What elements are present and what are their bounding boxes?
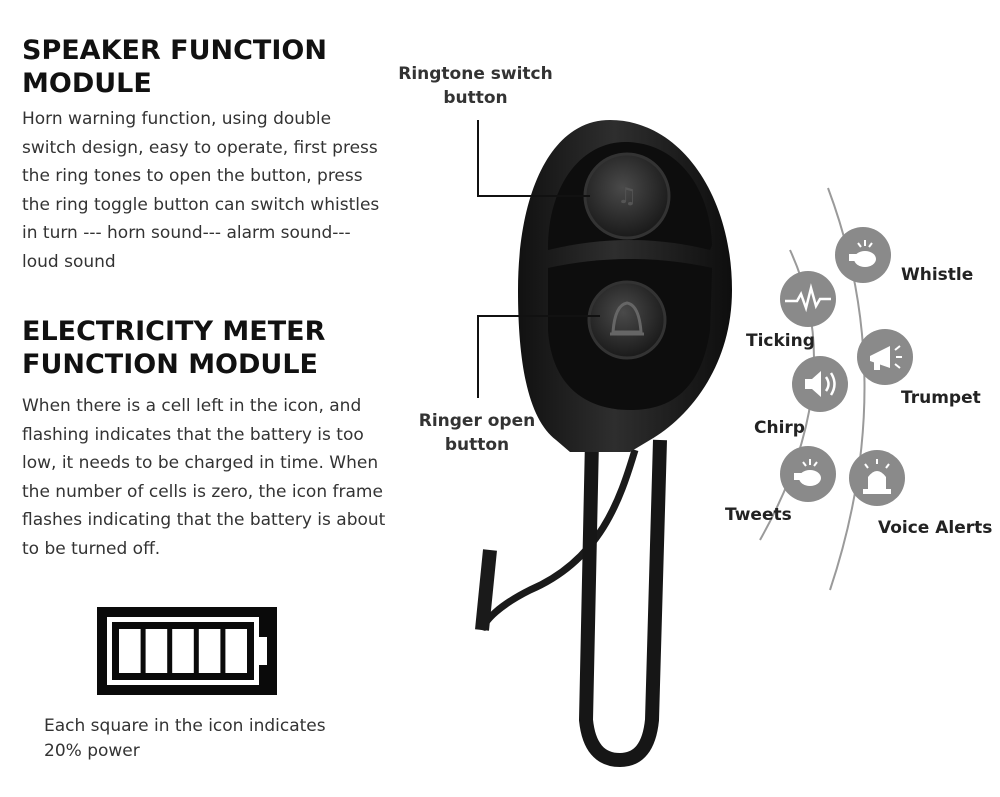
meter-module-title: ELECTRICITY METER FUNCTION MODULE [22, 316, 326, 380]
speaker-module-description: Horn warning function, using double swit… [22, 109, 380, 272]
mode-label-voice-alerts: Voice Alerts [878, 518, 993, 538]
mode-label-chirp: Chirp [754, 418, 805, 438]
ringer-open-callout: Ringer open button [418, 411, 536, 455]
alarm-device-image: ♫ [475, 120, 732, 768]
meter-module-description: When there is a cell left in the icon, a… [22, 396, 386, 559]
battery-icon [97, 607, 277, 695]
svg-text:♫: ♫ [617, 184, 637, 209]
battery-cell [225, 629, 247, 673]
whistle-icon [780, 446, 836, 502]
callout-lines [477, 120, 600, 398]
speaker-module-title: SPEAKER FUNCTION MODULE [22, 35, 327, 99]
mode-label-ticking: Ticking [746, 331, 815, 351]
mode-label-trumpet: Trumpet [901, 388, 981, 408]
siren-icon [849, 450, 905, 506]
speaker-volume-icon [792, 356, 848, 412]
mode-label-whistle: Whistle [901, 265, 974, 285]
trumpet-icon [857, 329, 913, 385]
whistle-icon [835, 227, 891, 283]
battery-cell [119, 629, 141, 673]
ticking-icon [780, 271, 836, 327]
battery-cell [198, 629, 221, 673]
battery-cell [145, 629, 168, 673]
mode-label-tweets: Tweets [725, 505, 792, 525]
battery-caption: Each square in the icon indicates 20% po… [44, 716, 326, 761]
ringtone-switch-callout: Ringtone switch button [398, 64, 553, 108]
battery-cell [172, 629, 194, 673]
